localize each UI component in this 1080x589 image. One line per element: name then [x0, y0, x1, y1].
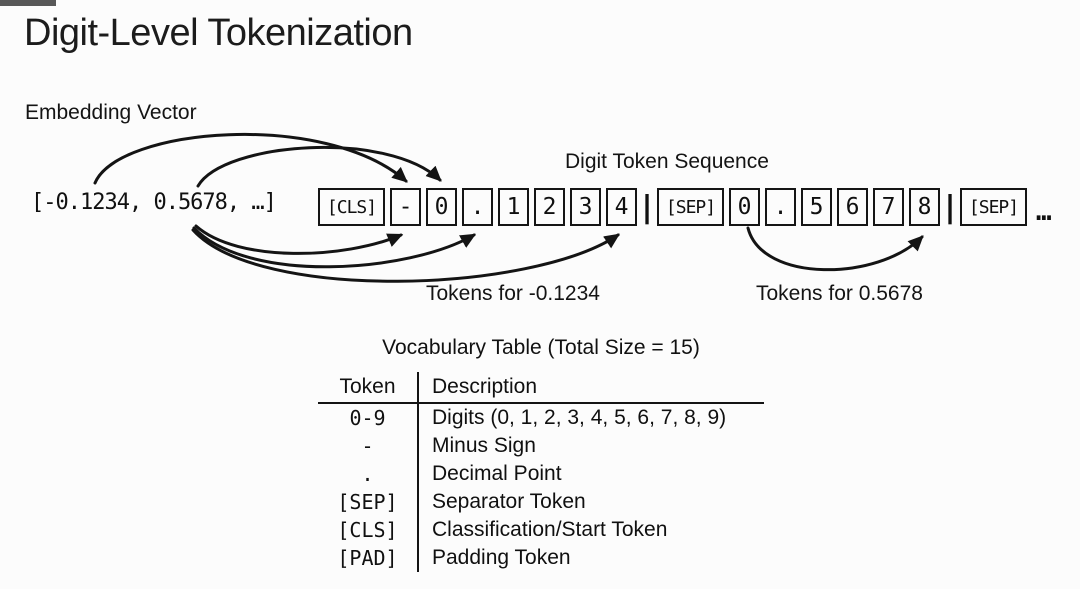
vocab-desc-pad: Padding Token — [417, 544, 764, 572]
arrow-vector-to-dot-token-bottom — [192, 226, 477, 269]
vocab-token-digits: 0-9 — [349, 406, 386, 430]
vocab-header-row: Token Description — [318, 372, 764, 404]
table-row: . Decimal Point — [318, 460, 764, 488]
embedding-vector-label: Embedding Vector — [25, 101, 197, 124]
table-row: 0-9 Digits (0, 1, 2, 3, 4, 5, 6, 7, 8, 9… — [318, 404, 764, 432]
arrow-group2-span — [746, 226, 924, 272]
digit-token-sequence-label: Digit Token Sequence — [565, 150, 769, 173]
token-sep-2: [SEP] — [960, 188, 1027, 226]
token-sequence: [CLS] - 0 . 1 2 3 4 | [SEP] 0 . 5 6 7 8 … — [318, 188, 1052, 227]
token-7: 7 — [873, 188, 904, 226]
page-title: Digit-Level Tokenization — [24, 12, 413, 54]
vocab-token-decimal: . — [361, 462, 374, 486]
video-artifact-strip — [0, 0, 56, 6]
token-sep-1: [SEP] — [657, 188, 724, 226]
vocabulary-table-title: Vocabulary Table (Total Size = 15) — [382, 336, 700, 359]
vocab-desc-sep: Separator Token — [417, 488, 764, 516]
embedding-vector-value: [-0.1234, 0.5678, …] — [31, 190, 277, 215]
token-2: 2 — [534, 188, 565, 226]
sequence-divider: | — [637, 189, 657, 225]
vocab-token-sep: [SEP] — [337, 490, 398, 514]
vocab-desc-minus: Minus Sign — [417, 432, 764, 460]
table-row: [CLS] Classification/Start Token — [318, 516, 764, 544]
arrow-vector-to-minus-token — [93, 132, 408, 185]
vocab-header-description: Description — [417, 372, 764, 402]
vocab-token-pad: [PAD] — [337, 546, 398, 570]
arrow-vector-to-minus-token-bottom — [194, 224, 404, 255]
table-row: [SEP] Separator Token — [318, 488, 764, 516]
table-row: - Minus Sign — [318, 432, 764, 460]
token-3: 3 — [570, 188, 601, 226]
token-8: 8 — [909, 188, 940, 226]
token-0: 0 — [426, 188, 457, 226]
vocabulary-table: Vocabulary Table (Total Size = 15) Token… — [318, 336, 764, 572]
token-0b: 0 — [729, 188, 760, 226]
arrow-vector-to-zero-token — [196, 145, 442, 188]
token-4: 4 — [606, 188, 637, 226]
sequence-ellipsis: … — [1036, 197, 1052, 227]
vocab-token-minus: - — [361, 434, 374, 458]
token-dot-b: . — [765, 188, 796, 226]
sequence-divider-2: | — [940, 189, 960, 225]
vocab-header-token: Token — [339, 375, 396, 398]
table-row: [PAD] Padding Token — [318, 544, 764, 572]
token-minus: - — [390, 188, 421, 226]
tokens-for-left-label: Tokens for -0.1234 — [426, 282, 600, 305]
token-6: 6 — [837, 188, 868, 226]
tokens-for-right-label: Tokens for 0.5678 — [756, 282, 923, 305]
vocab-desc-digits: Digits (0, 1, 2, 3, 4, 5, 6, 7, 8, 9) — [417, 404, 764, 432]
arrow-vector-to-4-token-bottom — [191, 228, 620, 283]
token-1: 1 — [498, 188, 529, 226]
token-cls: [CLS] — [318, 188, 385, 226]
token-dot: . — [462, 188, 493, 226]
vocab-desc-decimal: Decimal Point — [417, 460, 764, 488]
vocab-desc-cls: Classification/Start Token — [417, 516, 764, 544]
vocab-token-cls: [CLS] — [337, 518, 398, 542]
token-5: 5 — [801, 188, 832, 226]
